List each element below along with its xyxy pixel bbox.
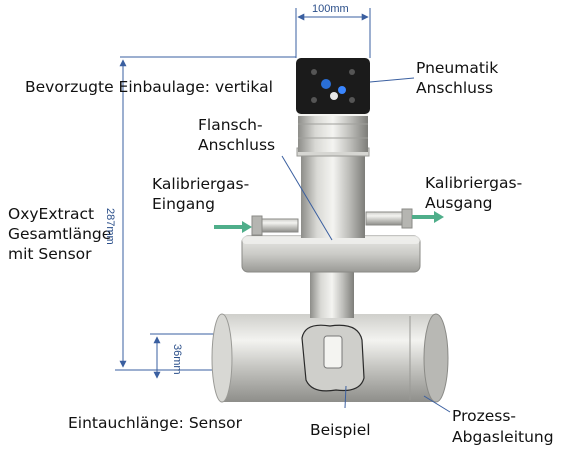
pneumatic-label-line2: Anschluss [416, 79, 494, 97]
sensor-tip [323, 335, 343, 369]
cal-gas-in-label-line2: Eingang [152, 195, 215, 213]
pneumatic-housing [296, 58, 370, 114]
install-orientation-label: Bevorzugte Einbaulage: vertikal [25, 78, 273, 96]
immersion-dimension-label: 36mm [171, 344, 183, 375]
lower-stem [310, 272, 354, 318]
immersion-length-label: Eintauchlänge: Sensor [68, 414, 242, 432]
total-length-label-line2: Gesamtlänge [8, 225, 112, 243]
pneumatic-label-line1: Pneumatik [416, 59, 499, 77]
width-dimension-label: 100mm [312, 3, 349, 15]
flange-label-line2: Anschluss [198, 136, 276, 154]
main-body [296, 112, 370, 238]
cal-gas-in-label-line1: Kalibriergas- [152, 175, 250, 193]
flange-label-line1: Flansch- [198, 116, 263, 134]
cal-gas-out-label-line2: Ausgang [425, 194, 493, 212]
width-dimension [295, 8, 371, 58]
process-pipe-label-line2: Abgasleitung [452, 428, 554, 446]
gas-flow-arrows [214, 211, 444, 233]
cal-gas-outlet-fitting [365, 208, 413, 229]
leader-lines [281, 77, 451, 413]
height-dimension-label: 287mm [104, 208, 116, 245]
process-pipe-label-line1: Prozess- [452, 407, 517, 425]
flange [241, 235, 421, 273]
total-length-label-line1: OxyExtract [8, 205, 95, 223]
cal-gas-inlet-fitting [251, 215, 299, 236]
cal-gas-out-label-line1: Kalibriergas- [425, 174, 523, 192]
total-length-label-line3: mit Sensor [8, 245, 92, 263]
example-label: Beispiel [310, 421, 371, 439]
